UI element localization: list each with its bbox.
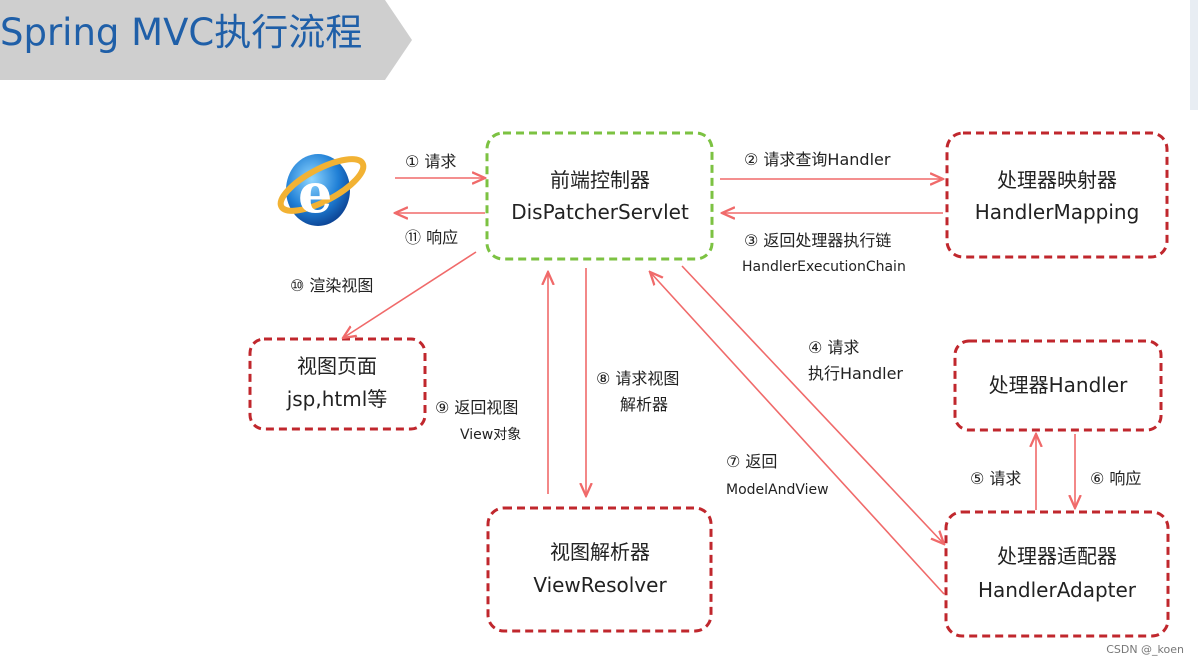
handler-label: 处理器Handler (989, 373, 1129, 397)
title-band (0, 0, 412, 80)
handler-mapping-box (945, 131, 1169, 259)
handler-box (953, 339, 1163, 432)
handler-adapter-label-en: HandlerAdapter (978, 578, 1137, 602)
title-band-shape (0, 0, 412, 80)
internet-explorer-icon: e (277, 154, 367, 226)
edge-label-9-line2: View对象 (460, 427, 521, 443)
right-edge-strip (1190, 0, 1198, 110)
dispatcher-label-en: DisPatcherServlet (511, 200, 689, 224)
handler-adapter-box (944, 510, 1170, 638)
edge-label-6: ⑥ 响应 (1090, 469, 1141, 488)
dispatcher-label-cn: 前端控制器 (550, 168, 650, 192)
handler-mapping-label-cn: 处理器映射器 (997, 168, 1117, 192)
edge-label-10: ⑩ 渲染视图 (290, 276, 373, 295)
svg-text:e: e (298, 161, 332, 225)
page-title: Spring MVC执行流程 (0, 11, 363, 54)
edge-label-8-line1: ⑧ 请求视图 (596, 369, 679, 388)
edge-label-4-line2: 执行Handler (808, 364, 903, 383)
edge-label-3-line1: ③ 返回处理器执行链 (744, 231, 891, 250)
edge-label-2: ② 请求查询Handler (744, 150, 891, 169)
arrow-10-render-view (343, 251, 477, 338)
view-page-label-cn: 视图页面 (297, 354, 377, 378)
view-page-label-en: jsp,html等 (286, 387, 388, 411)
edge-label-8-line2: 解析器 (620, 395, 668, 414)
watermark: CSDN @_koen (1106, 643, 1184, 656)
edge-label-5: ⑤ 请求 (970, 469, 1021, 488)
view-page-box (248, 337, 427, 431)
view-resolver-box (486, 506, 713, 633)
edge-label-4-line1: ④ 请求 (808, 338, 859, 357)
dispatcher-box (485, 131, 714, 261)
handler-adapter-label-cn: 处理器适配器 (997, 544, 1117, 568)
handler-mapping-label-en: HandlerMapping (975, 200, 1140, 224)
edge-label-1: ① 请求 (405, 152, 456, 171)
edge-label-7-line2: ModelAndView (726, 482, 829, 498)
arrow-4-execute-handler (681, 265, 944, 544)
edge-label-3-line2: HandlerExecutionChain (742, 259, 906, 275)
edge-label-9-line1: ⑨ 返回视图 (435, 398, 518, 417)
edge-label-7-line1: ⑦ 返回 (726, 452, 777, 471)
view-resolver-label-en: ViewResolver (533, 573, 667, 597)
arrow-7-model-and-view (650, 272, 945, 595)
view-resolver-label-cn: 视图解析器 (550, 540, 650, 564)
edge-label-11: ⑪ 响应 (405, 228, 458, 247)
